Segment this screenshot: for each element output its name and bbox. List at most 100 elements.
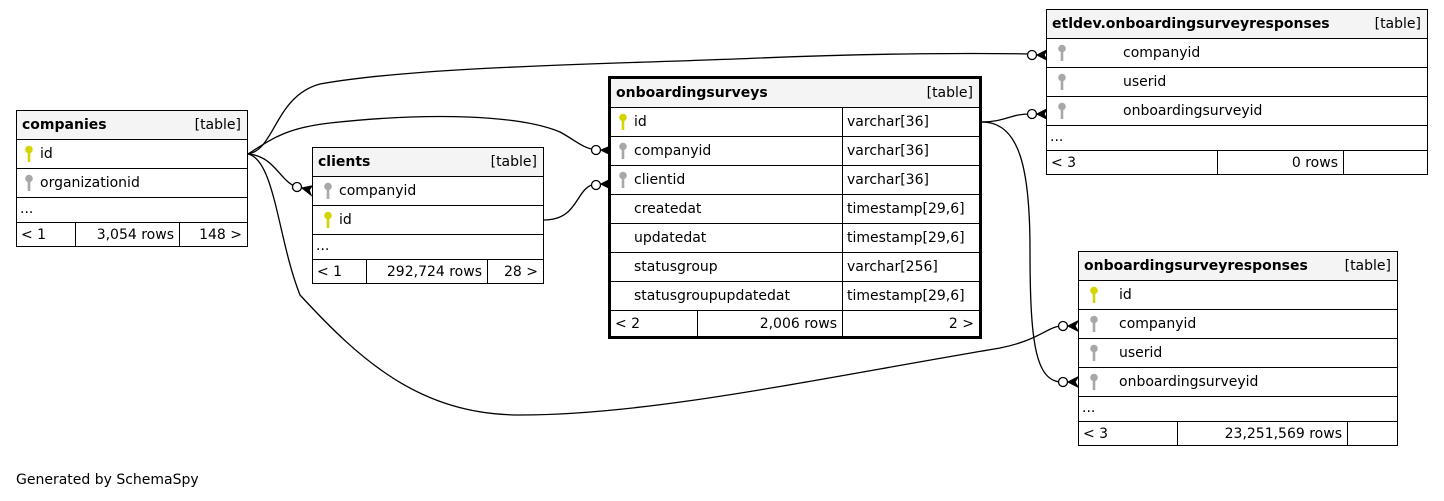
column-row[interactable]: onboardingsurveyid (1079, 368, 1397, 397)
column-name: onboardingsurveyid (1119, 374, 1259, 390)
table-name: onboardingsurveys (616, 85, 768, 101)
column-row[interactable]: id (1079, 281, 1397, 310)
more-columns: ... (313, 235, 543, 260)
table-header: companies [table] (17, 111, 247, 140)
parents-count[interactable]: < 1 (317, 263, 343, 280)
column-row[interactable]: id varchar[36] (611, 108, 979, 137)
children-count[interactable]: 2 > (842, 311, 979, 336)
primary-key-icon (321, 211, 335, 229)
edge-clients-surveys-clientid (543, 183, 597, 221)
column-type: varchar[36] (842, 137, 979, 165)
table-header: clients [table] (313, 148, 543, 177)
edge-companies-etldev-companyid (247, 52, 1031, 155)
edge-end-circle (1057, 376, 1069, 388)
column-row[interactable]: userid (1079, 339, 1397, 368)
column-row[interactable]: statusgroup varchar[256] (611, 253, 979, 282)
table-footer: < 1 3,054 rows 148 > (17, 223, 247, 246)
children-count[interactable]: 148 > (179, 223, 247, 246)
parents-count[interactable]: < 2 (615, 315, 641, 332)
column-name: companyid (339, 183, 417, 199)
column-name: onboardingsurveyid (1123, 103, 1263, 119)
table-footer: < 3 23,251,569 rows (1079, 422, 1397, 445)
table-footer: < 1 292,724 rows 28 > (313, 260, 543, 283)
column-name: updatedat (634, 230, 707, 246)
table-companies[interactable]: companies [table] id organizationid ... … (16, 110, 248, 247)
table-footer: < 3 0 rows (1047, 151, 1427, 174)
foreign-key-icon (321, 182, 335, 200)
column-name: statusgroupupdatedat (634, 288, 790, 304)
parents-count[interactable]: < 3 (1083, 425, 1109, 442)
edge-end-circle (1057, 320, 1069, 332)
edge-companies-clients-companyid (247, 153, 298, 188)
more-columns: ... (17, 198, 247, 223)
column-row[interactable]: companyid (313, 177, 543, 206)
children-count (1347, 422, 1397, 445)
foreign-key-icon (1055, 44, 1069, 62)
table-type: [table] (1344, 258, 1391, 274)
column-type: varchar[36] (842, 166, 979, 194)
column-row[interactable]: id (17, 140, 247, 169)
row-count: 2,006 rows (697, 311, 842, 336)
primary-key-icon (22, 145, 36, 163)
column-name: id (1119, 287, 1132, 303)
column-type: varchar[256] (842, 253, 979, 281)
row-count: 3,054 rows (75, 223, 179, 246)
parents-count[interactable]: < 3 (1051, 154, 1077, 171)
column-row[interactable]: id (313, 206, 543, 235)
crowfoot-arrow (300, 185, 314, 197)
edge-surveys-responses-surveyid (981, 121, 1063, 383)
table-etldev-onboardingsurveyresponses[interactable]: etldev.onboardingsurveyresponses [table]… (1046, 9, 1428, 175)
edge-end-circle (590, 179, 602, 191)
children-count (1343, 151, 1427, 174)
table-name: onboardingsurveyresponses (1084, 258, 1308, 274)
column-type: timestamp[29,6] (842, 195, 979, 223)
foreign-key-icon (1087, 344, 1101, 362)
table-onboardingsurveys[interactable]: onboardingsurveys [table] id varchar[36]… (608, 76, 982, 339)
column-name: userid (1123, 74, 1167, 90)
column-type: varchar[36] (842, 108, 979, 136)
column-row[interactable]: updatedat timestamp[29,6] (611, 224, 979, 253)
column-row[interactable]: onboardingsurveyid (1047, 97, 1427, 126)
foreign-key-icon (1087, 373, 1101, 391)
edge-end-circle (590, 144, 602, 156)
column-row[interactable]: companyid (1079, 310, 1397, 339)
table-type: [table] (490, 154, 537, 170)
table-name: companies (22, 117, 107, 133)
table-name: clients (318, 154, 371, 170)
column-name: statusgroup (634, 259, 718, 275)
column-name: createdat (634, 201, 702, 217)
generated-by-note: Generated by SchemaSpy (16, 472, 199, 488)
edge-end-circle (1026, 108, 1038, 120)
primary-key-icon (1087, 286, 1101, 304)
edge-end-circle (291, 181, 303, 193)
column-name: id (634, 114, 647, 130)
foreign-key-icon (1087, 315, 1101, 333)
parents-count[interactable]: < 1 (21, 226, 47, 243)
edge-companies-surveys-companyid (247, 115, 597, 155)
row-count: 23,251,569 rows (1177, 422, 1347, 445)
table-clients[interactable]: clients [table] companyid id ... < 1 292… (312, 147, 544, 284)
column-name: companyid (1119, 316, 1197, 332)
column-row[interactable]: organizationid (17, 169, 247, 198)
column-row[interactable]: userid (1047, 68, 1427, 97)
column-row[interactable]: clientid varchar[36] (611, 166, 979, 195)
column-row[interactable]: createdat timestamp[29,6] (611, 195, 979, 224)
row-count: 292,724 rows (366, 260, 487, 283)
column-row[interactable]: companyid varchar[36] (611, 137, 979, 166)
column-name: companyid (634, 143, 712, 159)
column-name: organizationid (40, 175, 140, 191)
column-type: timestamp[29,6] (842, 224, 979, 252)
table-name: etldev.onboardingsurveyresponses (1052, 16, 1330, 32)
column-name: clientid (634, 172, 686, 188)
table-footer: < 2 2,006 rows 2 > (611, 311, 979, 336)
more-columns: ... (1079, 397, 1397, 422)
column-row[interactable]: companyid (1047, 39, 1427, 68)
table-header: onboardingsurveyresponses [table] (1079, 252, 1397, 281)
table-onboardingsurveyresponses[interactable]: onboardingsurveyresponses [table] id com… (1078, 251, 1398, 446)
table-type: [table] (1374, 16, 1421, 32)
table-type: [table] (194, 117, 241, 133)
children-count[interactable]: 28 > (487, 260, 543, 283)
column-row[interactable]: statusgroupupdatedat timestamp[29,6] (611, 282, 979, 311)
column-name: companyid (1123, 45, 1201, 61)
